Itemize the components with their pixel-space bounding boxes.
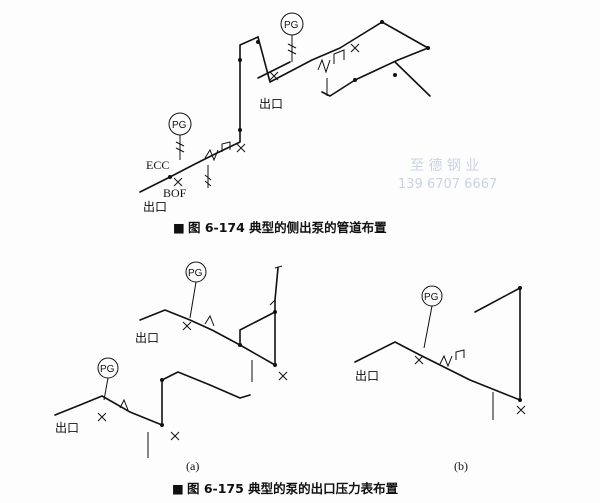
outlet-label: 出口 bbox=[355, 369, 379, 383]
drain-leg bbox=[147, 360, 253, 458]
pg-label: PG bbox=[424, 292, 439, 303]
outlet-label: 出口 bbox=[259, 97, 283, 111]
figure-174-diagram: PG PG ECC BOF 出口 出口 至 德 钢 bbox=[139, 12, 497, 235]
support-x-mark bbox=[97, 321, 288, 441]
pg-label: PG bbox=[172, 120, 187, 131]
ecc-label: ECC bbox=[146, 158, 169, 172]
caption-marker: ■ bbox=[173, 220, 185, 235]
outlet-label: 出口 bbox=[135, 331, 159, 345]
pg-label: PG bbox=[284, 20, 299, 31]
pg-label: PG bbox=[188, 268, 203, 279]
loop-pipe bbox=[239, 311, 276, 346]
figure-175a-diagram: PG PG 出口 出口 (a) bbox=[54, 261, 288, 473]
upper-branch-pipe bbox=[394, 61, 431, 97]
end-hook bbox=[269, 265, 283, 306]
valve-symbol bbox=[119, 314, 215, 411]
pressure-gauge-2: PG bbox=[280, 12, 304, 62]
pressure-gauge-a2: PG bbox=[97, 357, 119, 401]
weld-points bbox=[160, 310, 277, 427]
pressure-gauge-b: PG bbox=[421, 285, 443, 349]
weld-points bbox=[168, 20, 430, 179]
figure-175-caption: 图 6-175 典型的泵的出口压力表布置 bbox=[187, 481, 399, 496]
pg-label: PG bbox=[100, 364, 115, 375]
gate-valve-symbol bbox=[317, 49, 345, 74]
watermark-company: 至 德 钢 业 bbox=[410, 158, 479, 174]
pressure-gauge-a1: PG bbox=[185, 261, 207, 319]
outlet-label: 出口 bbox=[55, 421, 79, 435]
lower-outlet-pipe bbox=[54, 371, 251, 426]
support-x-mark bbox=[414, 355, 526, 415]
weld-points bbox=[518, 286, 522, 402]
check-valve-symbol bbox=[204, 141, 231, 162]
upper-outlet-pipe bbox=[139, 267, 279, 366]
outlet-label: 出口 bbox=[143, 200, 167, 214]
upper-discharge-pipe bbox=[257, 21, 429, 97]
figure-175b-diagram: PG 出口 (b) bbox=[354, 285, 526, 473]
subfigure-a-label: (a) bbox=[186, 459, 199, 473]
subfigure-b-label: (b) bbox=[454, 459, 468, 473]
support-x-mark bbox=[173, 43, 360, 187]
figure-174-caption: 图 6-174 典型的侧出泵的管道布置 bbox=[188, 220, 387, 235]
watermark-phone: 139 6707 6667 bbox=[398, 177, 497, 192]
pressure-gauge-1: PG bbox=[168, 112, 192, 160]
caption-marker: ■ bbox=[172, 481, 184, 496]
upper-outlet-pipe bbox=[257, 61, 291, 79]
valve-symbol bbox=[439, 349, 465, 368]
bof-label: BOF bbox=[163, 186, 187, 200]
drain-leg bbox=[204, 165, 212, 188]
